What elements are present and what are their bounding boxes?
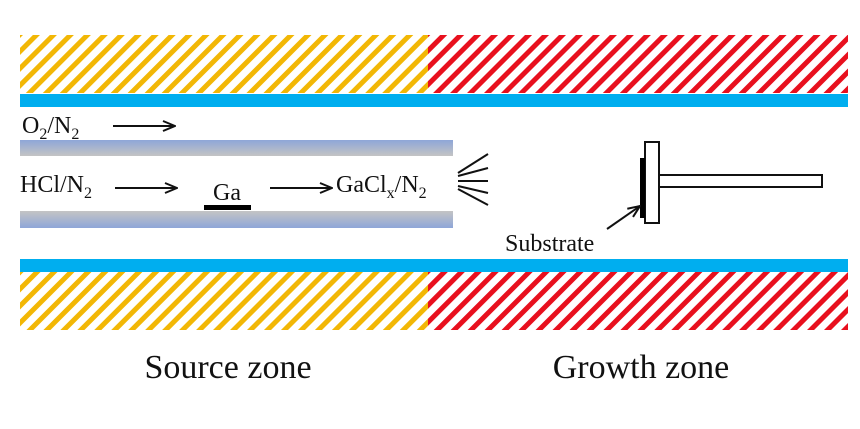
gas-spray-lines bbox=[457, 153, 489, 206]
inner-tube-top bbox=[20, 140, 453, 156]
substrate bbox=[640, 158, 645, 218]
inner-tube-bottom bbox=[20, 211, 453, 228]
tube-wall-bottom bbox=[20, 259, 848, 272]
growth-heater-top bbox=[428, 35, 848, 93]
label-ga: Ga bbox=[213, 180, 241, 206]
tube-wall-top bbox=[20, 94, 848, 107]
substrate-pointer-arrow bbox=[606, 206, 640, 230]
label-growth-zone: Growth zone bbox=[553, 349, 730, 386]
substrate-holder-rod bbox=[658, 174, 823, 188]
label-substrate: Substrate bbox=[505, 231, 594, 257]
ga-boat bbox=[204, 205, 251, 210]
growth-heater-bottom bbox=[428, 272, 848, 330]
substrate-holder-plate bbox=[644, 141, 660, 224]
label-source-zone: Source zone bbox=[144, 349, 311, 386]
label-gaclx-n2: GaClx/N2 bbox=[336, 172, 427, 202]
source-heater-bottom bbox=[20, 272, 428, 330]
label-hcl-n2: HCl/N2 bbox=[20, 172, 92, 202]
source-heater-top bbox=[20, 35, 428, 93]
label-o2-n2: O2/N2 bbox=[22, 113, 79, 143]
